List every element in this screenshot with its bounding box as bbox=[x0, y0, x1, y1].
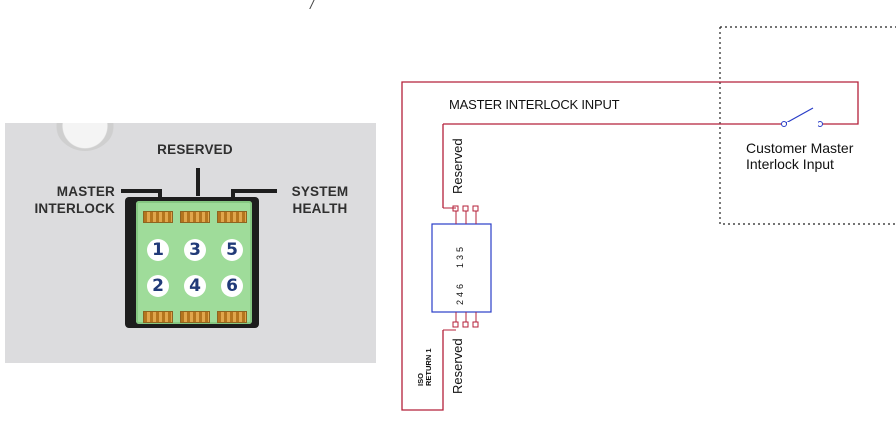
connector-photo: RESERVED MASTER INTERLOCK SYSTEM HEALTH … bbox=[5, 123, 376, 363]
switch-arm bbox=[785, 107, 814, 124]
leader-master-v bbox=[158, 189, 162, 203]
connector-pins-bottom-label: 246 bbox=[455, 280, 465, 305]
connector-pins-top-label: 135 bbox=[455, 243, 465, 268]
switch-contact-right bbox=[817, 121, 823, 127]
screw-slot-top-2 bbox=[180, 211, 210, 223]
iso-return-line2: RETURN 1 bbox=[424, 348, 433, 386]
iso-return-label: ISO RETURN 1 bbox=[416, 348, 433, 386]
pin-number: 2 bbox=[147, 275, 169, 297]
label-master-line2: INTERLOCK bbox=[34, 201, 115, 216]
leader-master-h bbox=[121, 189, 161, 193]
pin-number: 3 bbox=[184, 239, 206, 261]
screw-slot-top-3 bbox=[217, 211, 247, 223]
pin-number: 4 bbox=[184, 275, 206, 297]
reserved-label-top: Reserved bbox=[450, 138, 465, 194]
wire-outer-loop bbox=[401, 81, 859, 411]
label-health-line1: SYSTEM bbox=[291, 184, 349, 199]
master-interlock-input-label: MASTER INTERLOCK INPUT bbox=[449, 97, 620, 112]
switch-gap bbox=[787, 122, 818, 126]
label-reserved: RESERVED bbox=[157, 142, 233, 157]
reserved-label-bottom: Reserved bbox=[450, 338, 465, 394]
pin-number: 6 bbox=[221, 275, 243, 297]
switch-contact-left bbox=[781, 121, 787, 127]
leader-health-v bbox=[231, 189, 235, 203]
screw-slot-bottom-2 bbox=[180, 311, 210, 323]
top-pin-stubs bbox=[455, 210, 477, 224]
pin-number: 1 bbox=[147, 239, 169, 261]
leader-reserved bbox=[196, 168, 200, 196]
customer-master-interlock-label: Customer Master Interlock Input bbox=[746, 140, 853, 172]
customer-box bbox=[719, 26, 896, 225]
screw-slot-bottom-3 bbox=[217, 311, 247, 323]
label-master-line1: MASTER bbox=[56, 184, 115, 199]
label-health-line2: HEALTH bbox=[292, 201, 348, 216]
connector-symbol bbox=[431, 223, 492, 313]
leader-health-h bbox=[231, 189, 277, 193]
screw-slot-bottom-1 bbox=[143, 311, 173, 323]
label-master-interlock: MASTER INTERLOCK bbox=[9, 183, 115, 217]
top-fragment-text: / bbox=[310, 0, 314, 12]
pin-number: 5 bbox=[221, 239, 243, 261]
screw-slot-top-1 bbox=[143, 211, 173, 223]
top-pin-terminals bbox=[452, 205, 479, 212]
bottom-pin-terminals bbox=[452, 321, 479, 328]
customer-label-line2: Interlock Input bbox=[746, 156, 834, 172]
label-system-health: SYSTEM HEALTH bbox=[275, 183, 365, 217]
wire-iso-return bbox=[443, 207, 456, 331]
customer-label-line1: Customer Master bbox=[746, 140, 854, 156]
